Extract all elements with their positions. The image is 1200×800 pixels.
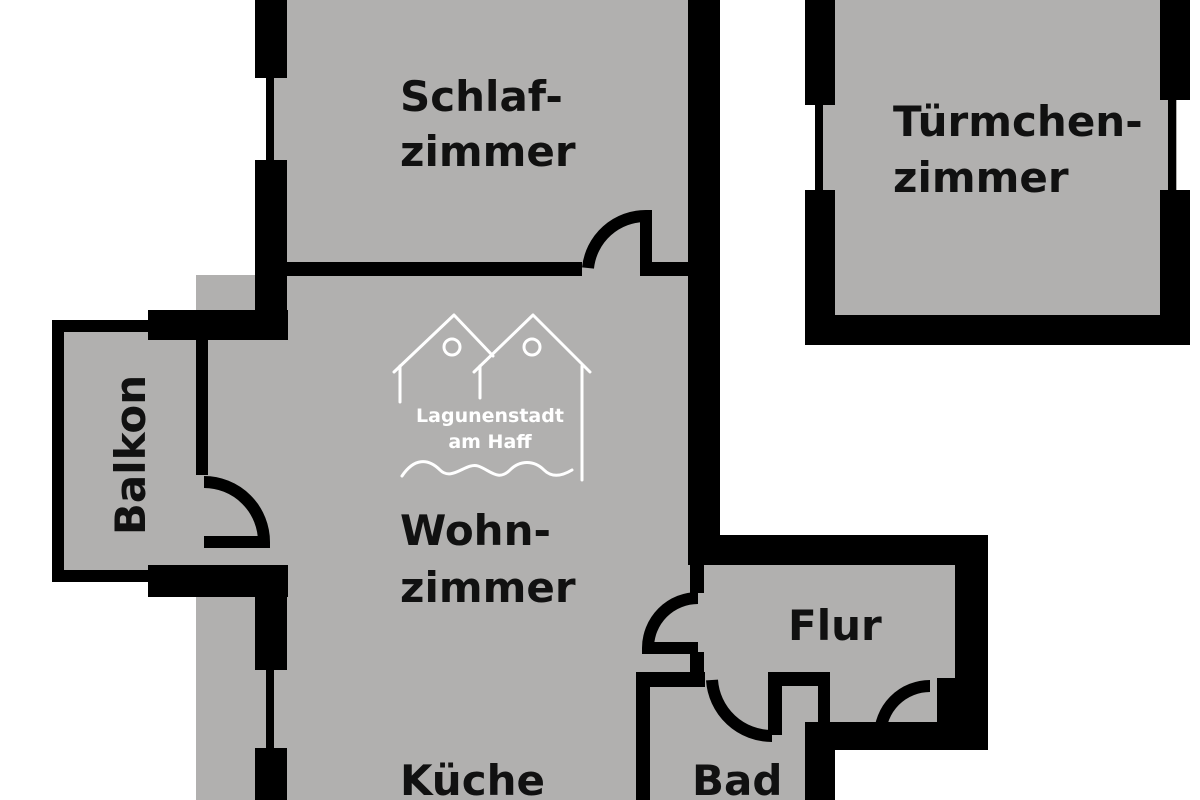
- room-label-bad: Bad: [692, 756, 782, 800]
- floor-tuermchenzimmer: [815, 0, 1177, 330]
- logo-window-right: [522, 337, 542, 357]
- window-line: [815, 105, 823, 190]
- wall-segment: [690, 565, 704, 593]
- wall-segment: [805, 722, 835, 800]
- room-label-balkon: Balkon: [106, 375, 155, 535]
- room-label-flur: Flur: [788, 601, 882, 650]
- room-label-tuermchenzimmer-1: Türmchen-: [893, 97, 1143, 146]
- logo-window-left: [442, 337, 462, 357]
- logo-waves: [400, 460, 574, 478]
- wall-segment: [255, 0, 287, 78]
- window-line: [266, 670, 274, 750]
- wall-segment: [272, 262, 582, 276]
- wall-segment: [255, 160, 287, 310]
- wall-segment: [52, 320, 64, 582]
- room-label-kueche: Küche: [400, 756, 545, 800]
- floor-wohnzimmer: [196, 275, 700, 800]
- wall-segment: [688, 535, 988, 565]
- wall-segment: [52, 320, 200, 332]
- floor-schlafzimmer: [272, 0, 700, 275]
- wall-segment: [1160, 190, 1190, 345]
- wall-segment: [196, 335, 208, 475]
- wall-segment: [255, 565, 287, 670]
- wall-segment: [818, 722, 988, 750]
- door-swings: [203, 209, 931, 743]
- door-swing-abstellraum: [874, 680, 931, 737]
- wall-segment: [805, 315, 1190, 345]
- floor-balkon: [60, 326, 200, 574]
- room-label-schlafzimmer-1: Schlaf-: [400, 72, 563, 121]
- wall-segment: [805, 0, 835, 105]
- wall-segment: [768, 672, 830, 735]
- wall-segment: [688, 0, 720, 565]
- walls: [52, 0, 1190, 800]
- wall-segment: [640, 262, 696, 276]
- logo-house-left: [392, 313, 495, 374]
- logo-house-right: [472, 313, 592, 374]
- door-swing-bad: [706, 679, 773, 743]
- window-line: [266, 78, 274, 160]
- room-label-tuermchenzimmer-2: zimmer: [893, 153, 1069, 202]
- door-swing-schlafzimmer: [582, 209, 652, 269]
- wall-segment: [937, 678, 957, 728]
- room-label-wohnzimmer-2: zimmer: [400, 563, 576, 612]
- logo-text-line2: am Haff: [448, 431, 532, 453]
- two-houses-waves-logo: [392, 313, 592, 482]
- room-label-wohnzimmer-1: Wohn-: [400, 506, 551, 555]
- wall-segment: [255, 748, 287, 800]
- room-label-schlafzimmer-2: zimmer: [400, 127, 576, 176]
- window-line: [1168, 100, 1176, 190]
- logo-text-line1: Lagunenstadt: [416, 405, 564, 427]
- door-swing-flur: [641, 592, 699, 654]
- floor-bad: [648, 682, 818, 800]
- door-swing-balkon: [203, 476, 271, 548]
- wall-segment: [636, 672, 705, 800]
- wall-segment: [955, 535, 988, 750]
- floor-areas: [60, 0, 1177, 800]
- wall-segment: [1160, 0, 1190, 100]
